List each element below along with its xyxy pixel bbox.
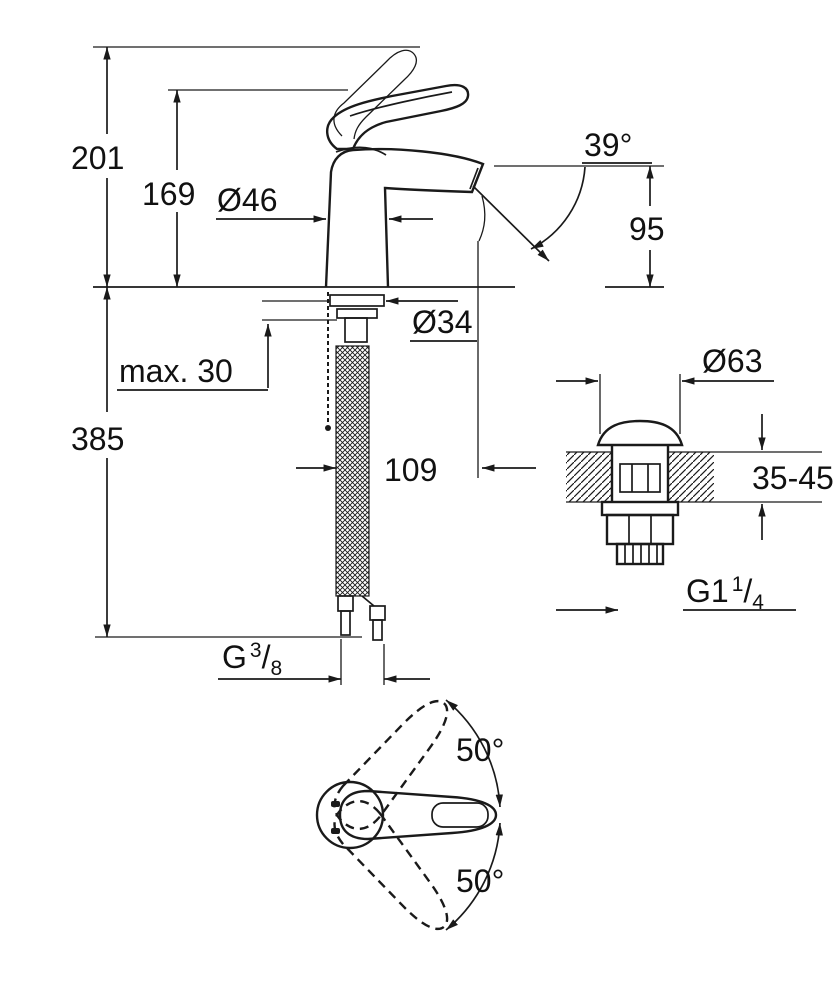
dimension-hose-length-385: 385 [71,287,362,638]
braided-hose [335,345,370,597]
chain-end-ball [325,425,331,431]
deck-hatch-left [566,452,612,502]
hose-fitting-left [337,595,354,612]
drain-body-detail [619,463,661,493]
dimension-label-50-upper: 50° [456,732,504,768]
dimension-total-height-201: 201 [71,46,420,287]
dimension-label-dia34: Ø34 [412,304,472,340]
dimension-label-39deg: 39° [584,127,632,163]
dimension-drain-diameter-63: Ø63 [556,343,774,434]
locknut-facets [628,515,652,544]
dimension-shank-diameter-34: Ø34 [386,297,477,342]
drain-tailpipe [615,542,665,566]
dimension-lever-height-169: 169 [142,89,348,287]
lever-top-edge-line [349,91,453,117]
dimension-spout-height-95: 95 [494,165,665,287]
flow-direction-curve [478,195,486,242]
dimension-label-385: 385 [71,421,124,457]
drain-washer [600,500,680,517]
dimension-body-diameter-46: Ø46 [216,182,433,223]
lever-top-outline [338,789,498,841]
swing-arc-upper [445,699,503,808]
extension-lines [262,300,337,321]
hose-splay-line [361,595,375,607]
spout-aerator-line [469,167,479,190]
dimension-label-109: 109 [384,452,437,488]
drain-cap-neck [610,445,670,452]
dimension-label-max30: max. 30 [119,353,233,389]
hose-thread-left [340,610,351,636]
mounting-plate [336,308,378,319]
handle-base-circle [315,780,385,850]
dimension-label-201: 201 [71,140,124,176]
mounting-washer [329,294,385,307]
dimension-label-3545: 35-45 [752,460,834,496]
dimension-label-95: 95 [629,211,665,247]
dimension-label-dia46: Ø46 [217,182,277,218]
angle-arc [530,166,586,250]
drain-cap [596,419,684,447]
lever-handle-solid [326,83,470,151]
hose-fitting-right [369,605,386,621]
supply-hoses [335,345,386,641]
base-slot-top [331,801,340,807]
deck-hatch-right [668,452,714,502]
mounting-nut [344,317,368,343]
extension-lines [599,374,681,434]
dimension-deck-range-3545: 35-45 [752,414,834,540]
dimension-label-50-lower: 50° [456,863,504,899]
handle-top-view: 50° 50° [315,686,504,944]
mounting-hardware [325,292,385,431]
lever-handle-raised-outline [333,49,418,140]
dimension-label-dia63: Ø63 [702,343,762,379]
base-slot-bottom [331,828,340,834]
hose-thread-right [372,619,383,641]
dimension-max-deck-30: max. 30 [117,300,337,391]
extension-lines [340,639,385,685]
lever-grip-detail [431,802,489,828]
swing-arc-lower [445,822,503,931]
drain-valve-view [566,419,822,566]
angle-reference-line [472,185,550,262]
faucet-side-view [93,49,664,478]
faucet-body-outline [324,147,485,288]
lever-swing-lower-outline [323,790,464,944]
tailpipe-threads [624,544,658,564]
drain-body-sides [610,452,670,502]
lever-swing-upper-outline [323,686,464,840]
dimension-spout-reach-109: 109 [296,452,536,488]
cartridge-dome-line [335,146,387,156]
dimension-label-169: 169 [142,176,195,212]
drain-locknut [605,513,675,546]
dimension-spout-angle-39: 39° [472,127,652,262]
drain-body-slots [631,464,649,492]
